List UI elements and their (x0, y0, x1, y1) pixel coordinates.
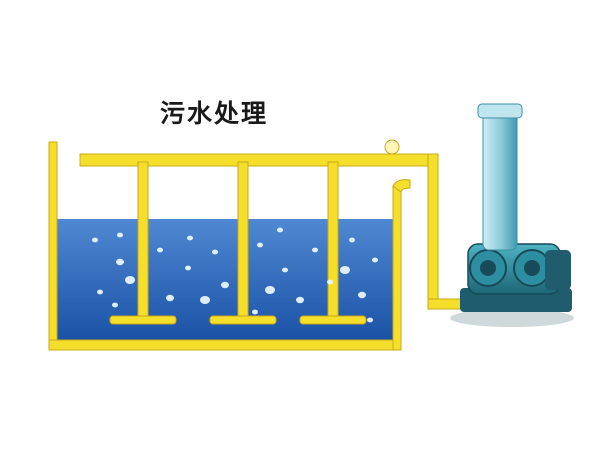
tank-bottom (48, 339, 402, 351)
blower-motor (545, 250, 571, 290)
air-bubble (257, 242, 263, 248)
diagram-title: 污水处理 (160, 99, 269, 128)
air-bubble (157, 247, 163, 253)
air-bubble (97, 289, 103, 295)
air-bubble (200, 296, 210, 304)
air-bubbles (92, 227, 378, 323)
air-bubble (349, 237, 355, 243)
air-bubble (340, 266, 350, 274)
air-bubble (312, 247, 318, 253)
air-bubble (116, 258, 124, 266)
air-bubble (367, 317, 373, 323)
blower-shadow (450, 309, 574, 327)
blower-rotor-center (480, 260, 496, 276)
tank-left-wall (48, 141, 58, 351)
air-bubble (327, 279, 333, 285)
silencer-cap (477, 103, 523, 119)
silencer-stack (482, 111, 518, 251)
diffuser-3 (299, 161, 367, 325)
blower (450, 103, 574, 327)
diffuser-2 (209, 161, 277, 325)
tank-right-lip (392, 179, 411, 193)
air-bubble (221, 281, 229, 289)
air-bubble (372, 257, 378, 263)
air-bubble (117, 232, 123, 238)
air-pipe-drop (427, 153, 439, 310)
air-bubble (166, 294, 174, 302)
diffuser-1 (109, 161, 177, 325)
air-bubble (252, 309, 258, 315)
air-bubble (185, 265, 191, 271)
tank-right-wall (392, 185, 402, 351)
air-bubble (282, 267, 288, 273)
air-pipe-header (79, 153, 439, 167)
air-bubble (112, 302, 118, 308)
blower-rotor-hub (524, 260, 540, 276)
pipe-valve (384, 139, 400, 155)
air-bubble (212, 249, 218, 255)
air-bubble (277, 227, 283, 233)
air-bubble (187, 235, 193, 241)
air-bubble (296, 296, 304, 304)
air-bubble (92, 237, 98, 243)
air-bubble (358, 291, 366, 299)
air-bubble (125, 276, 135, 284)
tank (48, 141, 411, 351)
air-pipe (79, 139, 469, 310)
diffusers (109, 161, 367, 325)
air-bubble (265, 286, 275, 294)
